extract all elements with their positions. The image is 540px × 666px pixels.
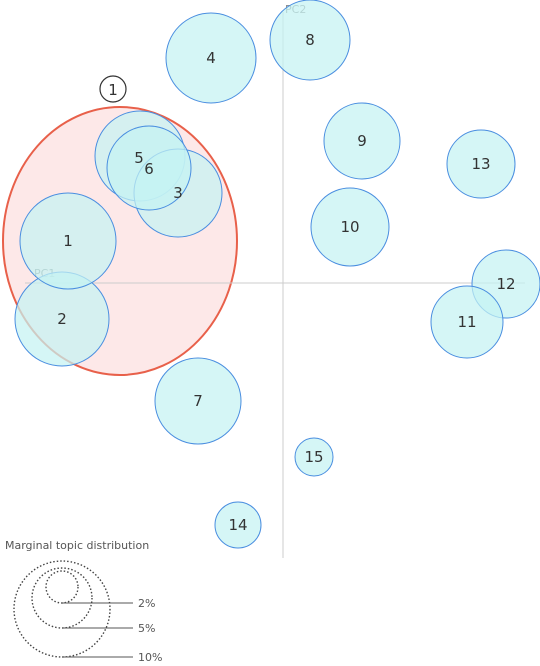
topic-label-12: 12: [496, 275, 515, 293]
topic-label-2: 2: [57, 310, 67, 328]
topic-bubble-4[interactable]: [165, 12, 257, 104]
topic-label-15: 15: [304, 448, 323, 466]
topic-bubble-11[interactable]: [430, 285, 504, 359]
legend-entry-1: 2%: [138, 597, 155, 610]
legend-layer: Marginal topic distribution 2% 5% 10%: [5, 539, 162, 664]
legend-title: Marginal topic distribution: [5, 539, 149, 552]
topic-bubble-1[interactable]: [19, 192, 117, 290]
topic-label-11: 11: [457, 313, 476, 331]
legend-ring-2: [31, 567, 93, 629]
cluster-marker-label: 1: [108, 81, 118, 99]
topic-bubble-15[interactable]: [294, 437, 334, 477]
legend-ring-1: [45, 570, 79, 604]
topic-label-4: 4: [206, 49, 216, 67]
topic-bubble-10[interactable]: [310, 187, 390, 267]
topic-label-5: 5: [134, 149, 144, 167]
cluster-marker: [99, 75, 127, 103]
topic-label-9: 9: [357, 132, 367, 150]
legend-entry-2: 5%: [138, 622, 155, 635]
topic-label-6: 6: [144, 160, 154, 178]
topic-label-10: 10: [340, 218, 359, 236]
topic-label-14: 14: [228, 516, 247, 534]
legend-ring-3: [13, 560, 111, 658]
topic-bubble-6[interactable]: [106, 125, 192, 211]
legend-entry-3: 10%: [138, 651, 162, 662]
topic-bubble-8[interactable]: [269, 0, 351, 81]
topic-label-1: 1: [63, 232, 73, 250]
topic-bubble-9[interactable]: [323, 102, 401, 180]
topic-label-8: 8: [305, 31, 315, 49]
topic-bubble-13[interactable]: [446, 129, 516, 199]
topic-label-3: 3: [173, 184, 183, 202]
bubble-layer: [14, 0, 540, 549]
topic-bubble-7[interactable]: [154, 357, 242, 445]
topic-bubble-14[interactable]: [214, 501, 262, 549]
topic-label-7: 7: [193, 392, 203, 410]
topic-label-13: 13: [471, 155, 490, 173]
